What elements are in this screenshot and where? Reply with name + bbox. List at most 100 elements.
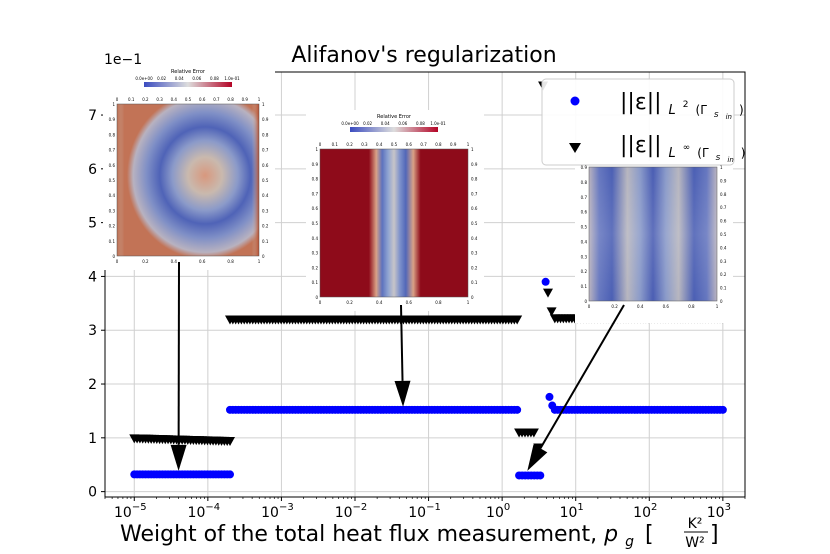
inset-left-tick-label: 0.6 bbox=[109, 163, 116, 168]
inset-top-tick-label: 0.1 bbox=[332, 142, 339, 147]
y-tick-label: 3 bbox=[88, 323, 97, 339]
inset-right-tick-label: 0 bbox=[471, 295, 474, 300]
x-tick-base: 10 bbox=[560, 505, 578, 521]
data-point bbox=[536, 471, 545, 480]
inset-right-tick-label: 0.1 bbox=[720, 286, 727, 291]
inset-left-tick-label: 0.3 bbox=[312, 251, 319, 256]
inset-bottom-tick-label: 0.6 bbox=[406, 300, 413, 305]
inset-field-overlay bbox=[589, 167, 717, 301]
x-tick-exp: −3 bbox=[279, 502, 294, 513]
inset-colorbar-label: 0.0e+00 bbox=[341, 121, 359, 126]
inset-left-tick-label: 0.3 bbox=[581, 254, 588, 259]
inset-right-tick-label: 1 bbox=[262, 102, 265, 107]
inset-colorbar-label: 0.04 bbox=[381, 121, 390, 126]
x-tick-base: 10 bbox=[261, 505, 279, 521]
inset-left-tick-label: 0.1 bbox=[581, 284, 588, 289]
inset-top-tick-label: 0.3 bbox=[361, 142, 368, 147]
inset-field bbox=[320, 149, 468, 297]
inset-right-tick-label: 0.4 bbox=[262, 193, 269, 198]
inset-left-tick-label: 0.1 bbox=[109, 239, 116, 244]
inset-bottom-tick-label: 0 bbox=[116, 259, 119, 264]
inset-left-tick-label: 0.7 bbox=[109, 148, 116, 153]
y-tick-label: 5 bbox=[88, 216, 97, 232]
x-tick-label: 10−5 bbox=[114, 502, 147, 521]
inset-colorbar-title: Relative Error bbox=[171, 69, 206, 75]
inset-top-tick-label: 0.5 bbox=[391, 142, 398, 147]
legend-label-linf: ||ε|| L ∞ (Γ s in ) bbox=[620, 131, 745, 168]
data-point bbox=[548, 401, 557, 410]
inset-left-tick-label: 1 bbox=[315, 147, 318, 152]
inset-left-tick-label: 0.3 bbox=[109, 208, 116, 213]
inset-right-tick-label: 0.8 bbox=[720, 192, 727, 197]
inset-right-tick-label: 0.4 bbox=[720, 245, 727, 250]
data-point bbox=[528, 428, 539, 438]
inset-colorbar bbox=[144, 82, 232, 87]
legend-box bbox=[541, 78, 735, 166]
inset-frame bbox=[588, 166, 718, 302]
inset-right-tick-label: 1 bbox=[471, 147, 474, 152]
inset-right-tick-label: 0.7 bbox=[471, 191, 478, 196]
arrows bbox=[170, 261, 625, 471]
inset-bottom-tick-label: 0 bbox=[319, 300, 322, 305]
inset-left-tick-label: 0.7 bbox=[581, 195, 588, 200]
inset-right-tick-label: 0.6 bbox=[262, 163, 269, 168]
inset-right-tick-label: 0.8 bbox=[262, 132, 269, 137]
inset-left-tick-label: 0.6 bbox=[581, 210, 588, 215]
y-tick-label: 4 bbox=[88, 269, 97, 285]
inset-colorbar-label: 0.02 bbox=[157, 76, 166, 81]
inset-top-tick-label: 0.6 bbox=[406, 142, 413, 147]
inset-top-tick-label: 0.7 bbox=[420, 142, 427, 147]
inset-frame bbox=[116, 103, 260, 257]
inset-left-tick-label: 0.9 bbox=[581, 165, 588, 170]
inset-top-tick-label: 0.8 bbox=[227, 97, 234, 102]
inset-right-tick-label: 0.5 bbox=[262, 178, 269, 183]
inset-colorbar-label: 0.08 bbox=[210, 76, 219, 81]
inset-colorbar-title: Relative Error bbox=[377, 114, 412, 120]
y-tick-label: 0 bbox=[88, 485, 97, 501]
inset-top-tick-label: 0.4 bbox=[376, 142, 383, 147]
inset-colorbar-label: 0.0e+00 bbox=[135, 76, 153, 81]
inset-right-tick-label: 0.2 bbox=[720, 272, 727, 277]
x-tick-exp: 3 bbox=[725, 502, 731, 513]
inset-right-tick-label: 0.4 bbox=[471, 236, 478, 241]
arrow-shaft bbox=[400, 304, 404, 381]
arrow-head bbox=[527, 444, 548, 471]
arrow-head bbox=[170, 444, 187, 471]
inset-left-tick-label: 0.8 bbox=[581, 180, 588, 185]
inset-left-tick-label: 0.2 bbox=[312, 265, 319, 270]
x-tick-label: 102 bbox=[633, 502, 657, 521]
inset-left-tick-label: 0.4 bbox=[312, 236, 319, 241]
legend: ||ε|| L 2 (Γ s in ) ||ε|| L ∞ (Γ s in ) bbox=[541, 78, 745, 168]
inset-bottom-tick-label: 0.2 bbox=[346, 300, 353, 305]
data-point bbox=[225, 470, 234, 479]
legend-marker-l2 bbox=[570, 96, 580, 106]
x-tick-exp: −5 bbox=[132, 502, 147, 513]
inset-colorbar-label: 1.0e-01 bbox=[430, 121, 446, 126]
x-tick-label: 100 bbox=[486, 502, 510, 521]
inset-right-tick-label: 0 bbox=[262, 254, 265, 259]
inset-top-tick-label: 0.9 bbox=[450, 142, 457, 147]
x-tick-exp: −4 bbox=[205, 502, 220, 513]
x-axis-unit-close: ] bbox=[710, 522, 719, 547]
chart-title: Alifanov's regularization bbox=[291, 43, 556, 68]
inset-bottom-tick-label: 0.8 bbox=[435, 300, 442, 305]
inset-colorbar bbox=[350, 127, 438, 132]
data-point bbox=[545, 392, 554, 401]
y-tick-label: 2 bbox=[88, 377, 97, 393]
inset-right-tick-label: 0.1 bbox=[262, 239, 269, 244]
inset-left-tick-label: 1 bbox=[112, 102, 115, 107]
inset-left-tick-label: 0 bbox=[112, 254, 115, 259]
insets: Relative Error 0.0e+00 0.02 0.04 0.06 0.08 1.0… bbox=[103, 65, 733, 323]
inset-right-tick-label: 1 bbox=[720, 165, 723, 170]
inset-right-tick-label: 0.6 bbox=[471, 206, 478, 211]
inset-colorbar-label: 0.02 bbox=[363, 121, 372, 126]
inset-bottom-tick-label: 0.4 bbox=[171, 259, 178, 264]
series-l2 bbox=[130, 277, 727, 480]
inset-left-tick-label: 0.2 bbox=[109, 224, 116, 229]
inset-colorbar-label: 0.06 bbox=[398, 121, 407, 126]
x-axis-unit-numerator: K² bbox=[688, 516, 703, 532]
